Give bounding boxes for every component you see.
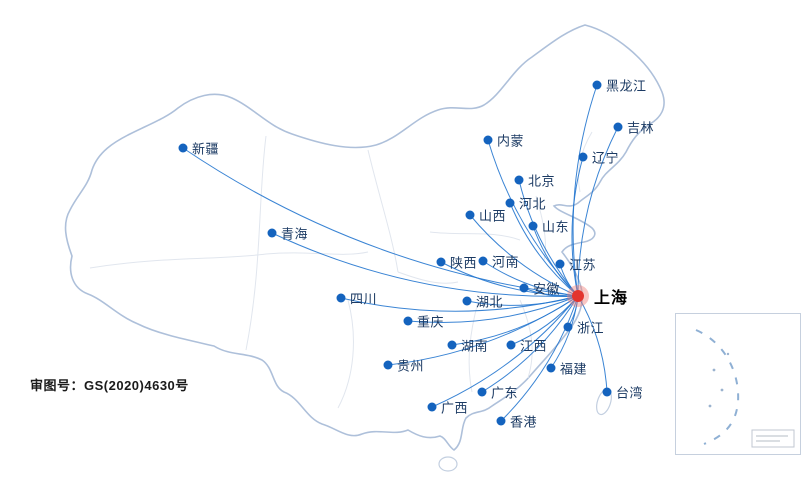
province-dot [613, 122, 623, 132]
route-line [500, 295, 579, 422]
province-label: 陕西 [450, 255, 478, 271]
route-line [407, 295, 579, 324]
province-label: 青海 [281, 226, 309, 242]
route-lines-layer [182, 84, 619, 422]
route-line [572, 84, 598, 297]
map-approval-number: 审图号：GS(2020)4630号 [30, 378, 189, 393]
route-line [577, 295, 608, 393]
province-dot [383, 360, 393, 370]
province-label: 四川 [350, 291, 378, 307]
markers-layer [178, 80, 623, 426]
province-dot [483, 135, 493, 145]
shanghai-dot [572, 290, 584, 302]
province-label: 辽宁 [592, 150, 620, 166]
province-dot [477, 387, 487, 397]
route-line [481, 295, 579, 393]
province-dot [178, 143, 188, 153]
route-line [532, 225, 579, 297]
province-label: 广东 [491, 385, 519, 401]
route-line [577, 126, 619, 297]
province-label: 湖南 [461, 338, 489, 354]
route-line [466, 295, 579, 306]
province-dot [563, 322, 573, 332]
province-dot [514, 175, 524, 185]
province-label: 江苏 [569, 257, 597, 273]
province-label: 河南 [492, 254, 520, 270]
province-dot [506, 340, 516, 350]
route-line [431, 295, 579, 408]
province-label: 吉林 [627, 120, 655, 136]
nine-dash-line [695, 329, 740, 445]
route-line [509, 202, 579, 297]
province-label: 广西 [441, 400, 469, 416]
south-china-sea-inset [675, 313, 801, 455]
province-label: 重庆 [417, 314, 445, 330]
province-dot [403, 316, 413, 326]
route-line [271, 232, 579, 297]
province-label: 山西 [479, 208, 507, 224]
province-dot [267, 228, 277, 238]
province-label: 安徽 [533, 281, 561, 297]
province-label: 山东 [542, 219, 570, 235]
province-dot [478, 256, 488, 266]
province-dot [602, 387, 612, 397]
province-label: 浙江 [577, 320, 605, 336]
province-dot [447, 340, 457, 350]
hainan-island [438, 456, 458, 472]
route-line [387, 295, 579, 366]
inset-scale-box [751, 429, 795, 448]
province-label: 台湾 [616, 385, 644, 401]
route-line [469, 214, 579, 297]
province-borders [89, 131, 593, 409]
province-dot [427, 402, 437, 412]
province-dot [546, 363, 556, 373]
province-dot [592, 80, 602, 90]
province-label: 河北 [519, 196, 547, 212]
province-dot [496, 416, 506, 426]
province-dot [528, 221, 538, 231]
province-dot [555, 259, 565, 269]
route-line [571, 156, 584, 297]
province-dot [519, 283, 529, 293]
province-dot [578, 152, 588, 162]
province-label: 江西 [520, 338, 548, 354]
province-label: 黑龙江 [606, 78, 647, 94]
inset-canvas [695, 329, 795, 448]
shanghai-label: 上海 [594, 290, 629, 307]
province-label: 湖北 [476, 294, 504, 310]
province-dot [465, 210, 475, 220]
province-label: 北京 [528, 173, 556, 189]
province-label: 香港 [510, 414, 538, 430]
province-label: 新疆 [192, 141, 220, 157]
route-line [550, 295, 579, 369]
province-dot [505, 198, 515, 208]
province-dot [336, 293, 346, 303]
province-dot [462, 296, 472, 306]
province-dot [436, 257, 446, 267]
route-line [482, 260, 579, 297]
province-label: 贵州 [397, 358, 425, 374]
route-line [440, 261, 579, 297]
province-label: 内蒙 [497, 133, 525, 149]
inset-islands [708, 352, 730, 408]
province-label: 福建 [560, 361, 588, 377]
